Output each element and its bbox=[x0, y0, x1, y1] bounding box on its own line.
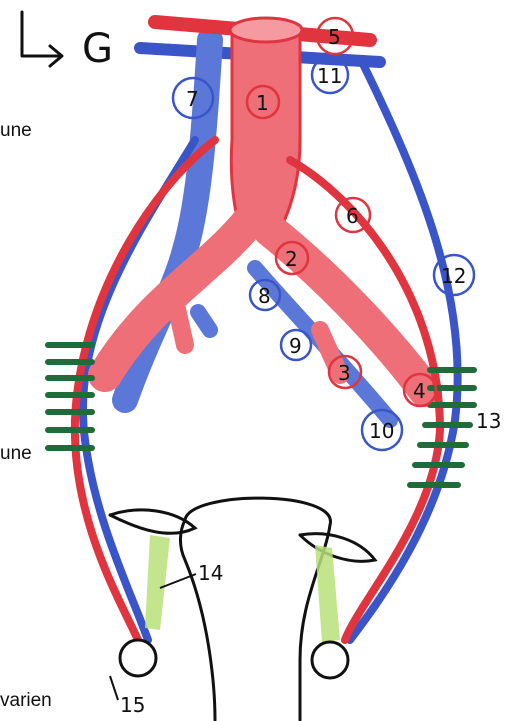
right-ligament bbox=[315, 545, 340, 642]
label-5: 5 bbox=[328, 25, 341, 49]
label-2: 2 bbox=[285, 247, 298, 271]
pointer-15 bbox=[110, 676, 118, 700]
left-label-mid: une bbox=[0, 443, 32, 465]
header-letter-g: G bbox=[82, 26, 113, 72]
ovaries bbox=[120, 640, 348, 678]
left-ligament bbox=[145, 535, 170, 630]
aorta-top bbox=[230, 18, 302, 42]
label-7: 7 bbox=[186, 87, 199, 111]
label-1: 1 bbox=[256, 91, 269, 115]
left-label-bottom: varien bbox=[0, 690, 52, 712]
label-12: 12 bbox=[441, 264, 466, 288]
label-11: 11 bbox=[317, 64, 342, 88]
right-ovary bbox=[312, 642, 348, 678]
aorta bbox=[231, 28, 300, 230]
left-internal-iliac-artery bbox=[175, 300, 185, 345]
uterus-body bbox=[180, 498, 330, 720]
header-mark: G bbox=[22, 12, 113, 72]
left-ovary bbox=[120, 640, 156, 676]
right-tube bbox=[300, 534, 375, 562]
right-arrow-icon bbox=[22, 12, 62, 66]
label-3: 3 bbox=[338, 361, 351, 385]
label-6: 6 bbox=[346, 204, 359, 228]
label-15: 15 bbox=[120, 693, 145, 717]
label-10: 10 bbox=[369, 419, 394, 443]
left-label-top: une bbox=[0, 120, 32, 142]
label-9: 9 bbox=[289, 334, 302, 358]
label-14: 14 bbox=[198, 561, 223, 585]
label-8: 8 bbox=[258, 284, 271, 308]
left-internal-vein bbox=[198, 312, 210, 330]
label-13: 13 bbox=[476, 409, 501, 433]
label-4: 4 bbox=[413, 379, 426, 403]
